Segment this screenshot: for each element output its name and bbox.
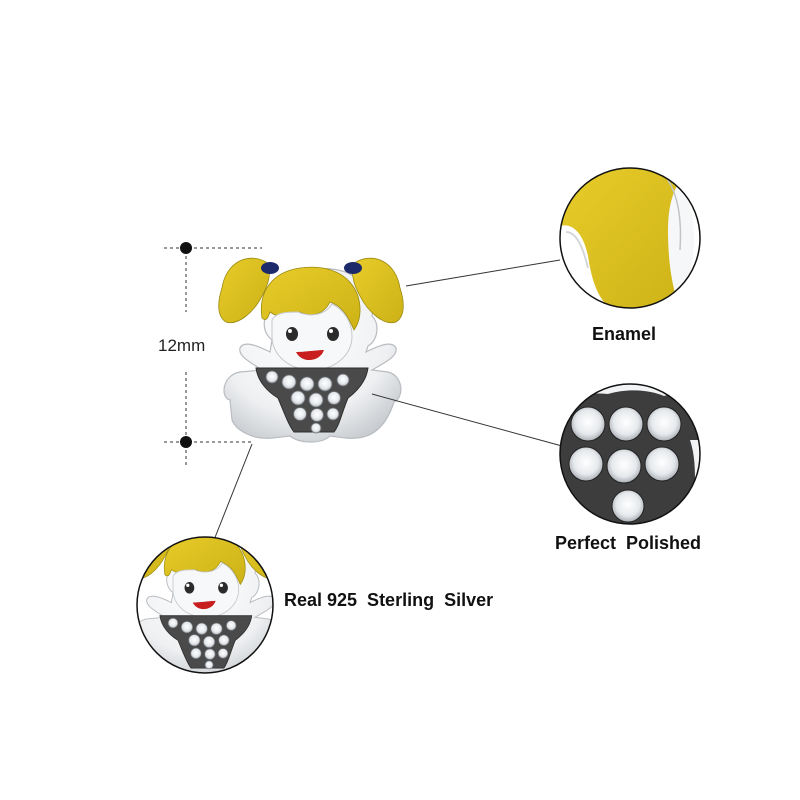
dimension-label: 12mm: [158, 336, 206, 355]
leader-line-polished: [371, 393, 563, 447]
polished-detail-circle: [559, 383, 701, 525]
leader-line-enamel: [405, 259, 561, 287]
leader-line-silver: [213, 443, 253, 541]
polished-label: Perfect Polished: [555, 533, 702, 553]
enamel-label: Enamel: [592, 324, 657, 344]
silver-label: Real 925 Sterling Silver: [284, 590, 494, 610]
dimension-marker: [164, 242, 262, 466]
silver-detail-circle: [136, 536, 274, 674]
enamel-detail-circle: [559, 167, 701, 309]
girl-charm-main: [218, 257, 404, 443]
